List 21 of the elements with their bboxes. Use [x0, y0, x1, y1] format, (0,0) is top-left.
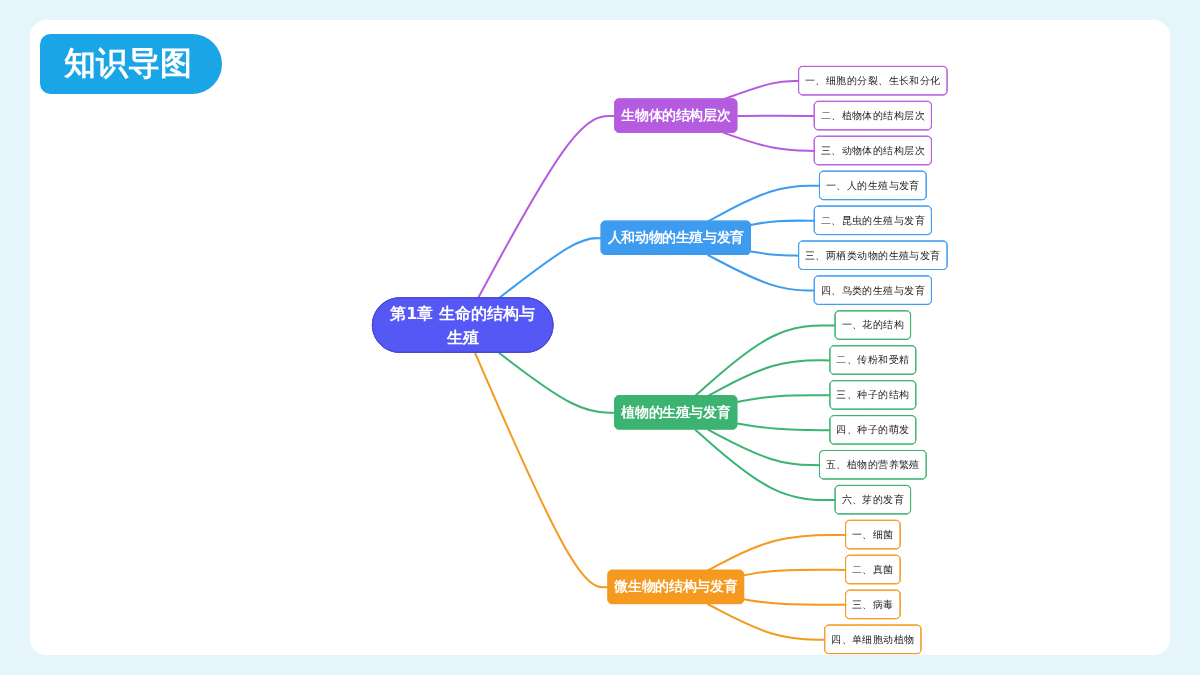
connector [744, 568, 847, 577]
connector [474, 352, 609, 589]
connector [707, 359, 831, 397]
title: 知识导图 [40, 34, 222, 94]
connector [723, 131, 815, 152]
connector [707, 533, 847, 572]
connector [694, 428, 836, 502]
connector [750, 219, 815, 226]
connector [707, 428, 821, 467]
connector [750, 250, 800, 257]
connector [737, 422, 831, 432]
connector [477, 114, 616, 299]
connector [694, 324, 836, 397]
connector [707, 184, 821, 223]
connector [744, 598, 847, 606]
connector [498, 237, 602, 299]
connector [737, 394, 831, 403]
connector [707, 253, 815, 292]
connector [707, 603, 826, 641]
connector [737, 114, 815, 117]
connector [498, 352, 616, 414]
